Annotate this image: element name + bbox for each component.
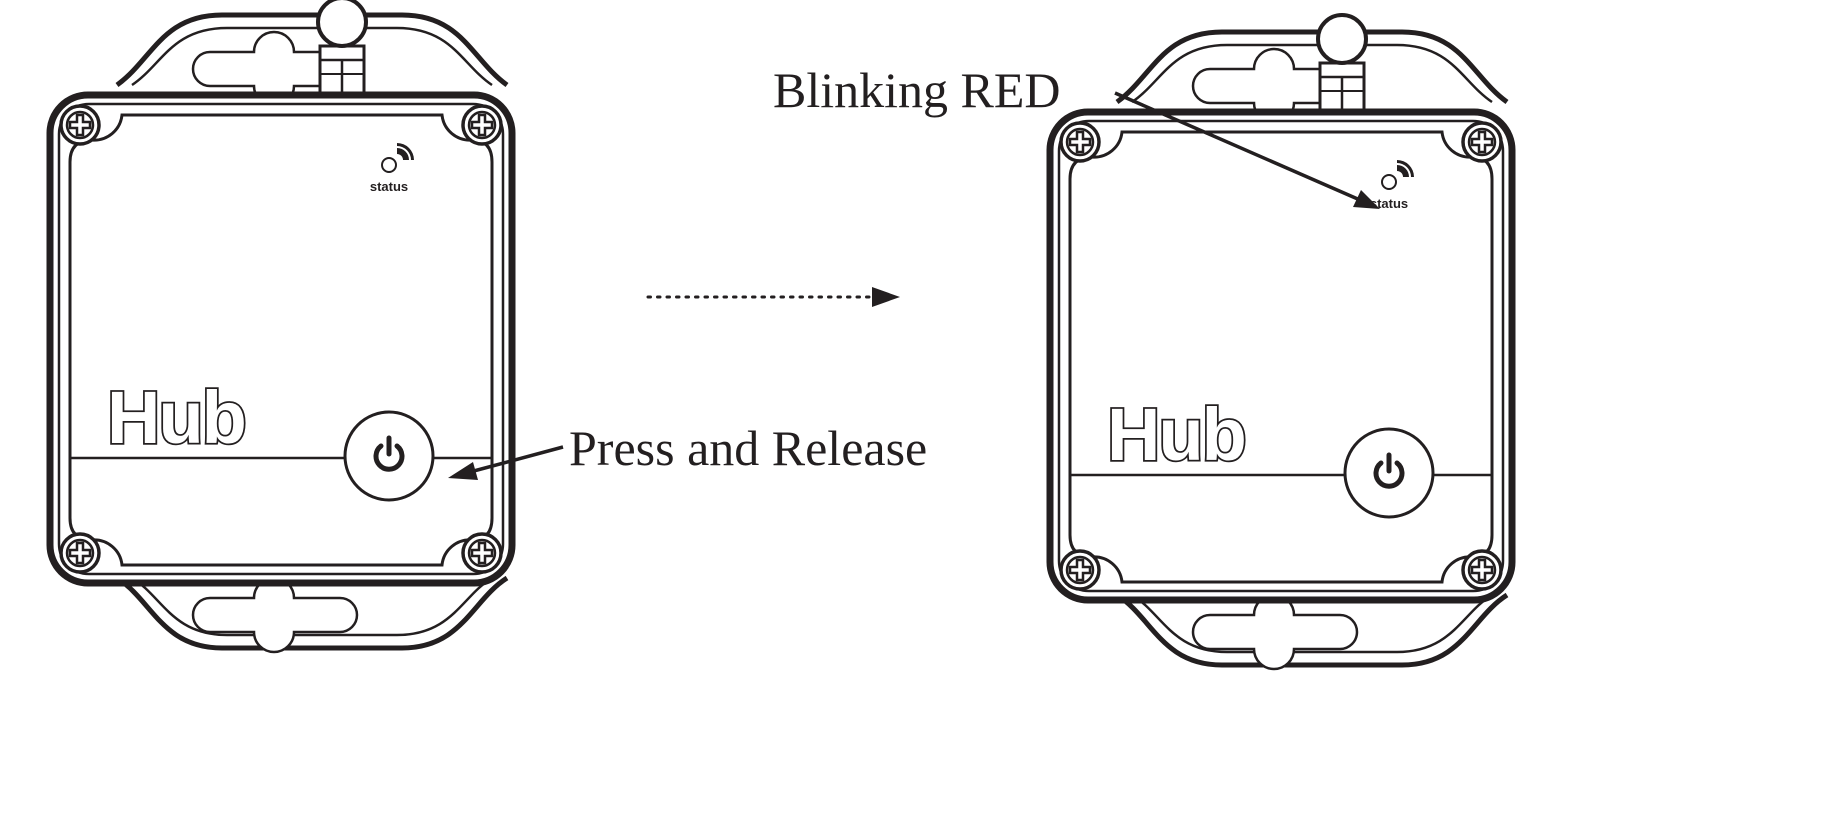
hub-device-before: status Hub [50, 0, 512, 652]
press-and-release-callout: Press and Release [569, 420, 928, 476]
hub-label: Hub [107, 376, 245, 459]
status-label: status [370, 179, 408, 194]
blinking-red-callout: Blinking RED [773, 62, 1061, 118]
status-label: status [1370, 196, 1408, 211]
hub-label: Hub [1107, 393, 1245, 476]
press-pointer-arrow [448, 445, 564, 480]
hub-device-after: status Hub [1050, 15, 1512, 669]
transition-arrow [646, 287, 900, 307]
blink-pointer-arrow [1114, 91, 1380, 209]
